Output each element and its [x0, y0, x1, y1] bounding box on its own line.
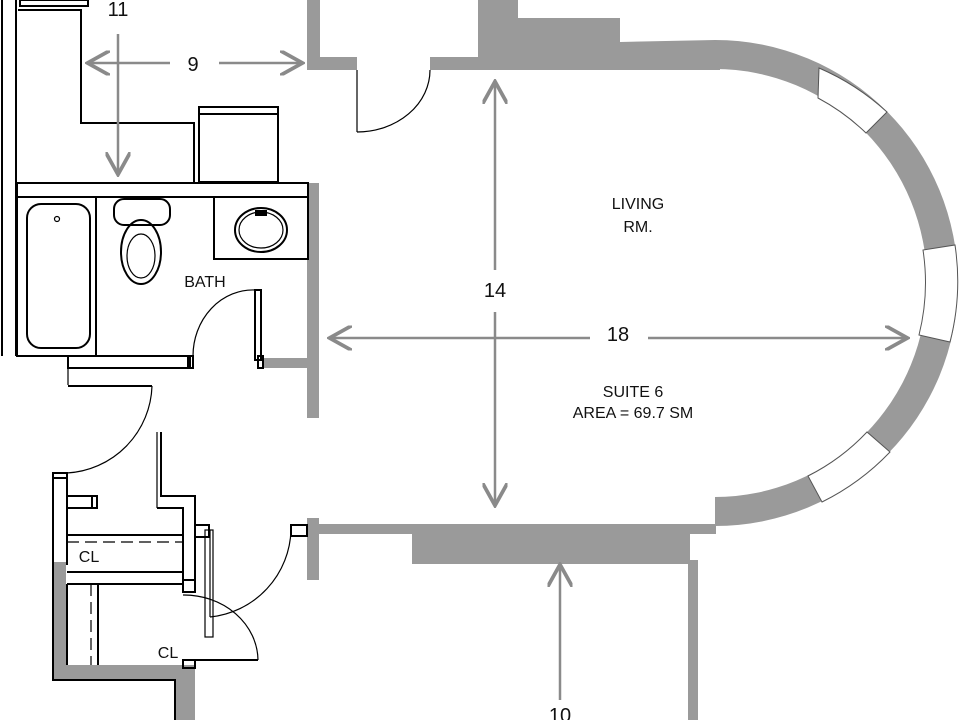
window-right	[918, 244, 959, 343]
closet-label-2: CL	[158, 645, 179, 662]
entry-door-bottom[interactable]	[209, 524, 308, 618]
dimension-label-living-depth: 14	[484, 280, 506, 302]
living-room-label-line2: RM.	[623, 219, 652, 236]
suite-name: SUITE 6	[603, 384, 664, 401]
bath-label: BATH	[184, 274, 225, 291]
bathroom	[16, 182, 309, 369]
entry-door-top[interactable]	[356, 69, 431, 133]
closet-door[interactable]	[182, 594, 259, 661]
bottom-walls	[307, 518, 716, 720]
upper-left-counter	[1, 0, 279, 356]
dimension-label-top-depth: 11	[108, 0, 129, 21]
bath-wall-stub	[262, 358, 310, 368]
closet-label-1: CL	[79, 549, 100, 566]
toilet-icon	[113, 198, 171, 285]
bath-door[interactable]	[192, 289, 256, 357]
window-upper	[817, 67, 888, 134]
top-walls	[307, 0, 720, 70]
suite-area: AREA = 69.7 SM	[573, 405, 694, 422]
dimension-label-top-width: 9	[187, 54, 198, 76]
dimension-label-living-width: 18	[607, 324, 629, 346]
closets	[52, 432, 258, 720]
bathtub-icon	[26, 203, 91, 349]
hall-door[interactable]	[66, 368, 153, 474]
dimension-lines	[90, 34, 905, 700]
dimension-label-bottom: 10	[549, 705, 571, 720]
living-room-label-line1: LIVING	[612, 196, 664, 213]
window-lower	[807, 431, 891, 503]
sink-icon	[234, 207, 288, 253]
curved-wall	[715, 40, 958, 526]
